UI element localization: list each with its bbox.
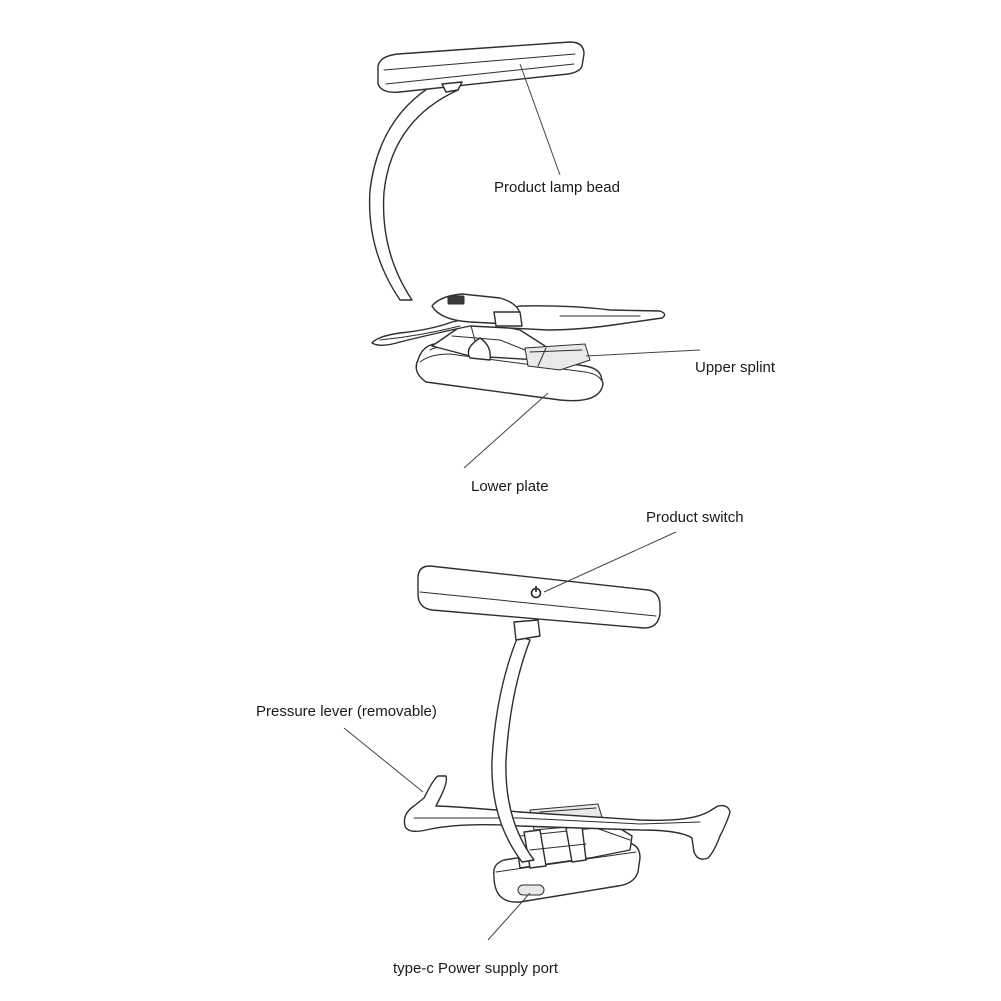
clip-hinge-top	[431, 293, 523, 327]
label-product-switch: Product switch	[646, 509, 744, 526]
lamp-head-bottom	[417, 565, 661, 629]
leader-power-port	[487, 892, 531, 941]
leader-pressure-lever	[343, 727, 424, 793]
leader-upper-splint	[585, 349, 701, 357]
label-lower-plate: Lower plate	[471, 478, 549, 495]
leader-product-switch	[543, 531, 677, 593]
leader-lamp-bead	[519, 63, 561, 176]
label-pressure-lever: Pressure lever (removable)	[256, 703, 437, 720]
power-icon	[530, 586, 542, 599]
label-power-port: type-c Power supply port	[393, 960, 559, 977]
clip-mechanism-top	[431, 319, 591, 371]
type-c-port	[517, 884, 545, 896]
label-lamp-bead: Product lamp bead	[494, 179, 620, 196]
label-upper-splint: Upper splint	[695, 359, 776, 376]
pressure-lever-bottom	[403, 775, 731, 860]
bottom-lamp-illustration	[403, 565, 731, 903]
gooseneck-bottom	[491, 619, 541, 863]
lamp-head-top	[377, 41, 585, 94]
top-lamp-illustration	[368, 41, 666, 402]
leader-lower-plate	[463, 392, 549, 469]
gooseneck-top	[368, 77, 459, 301]
